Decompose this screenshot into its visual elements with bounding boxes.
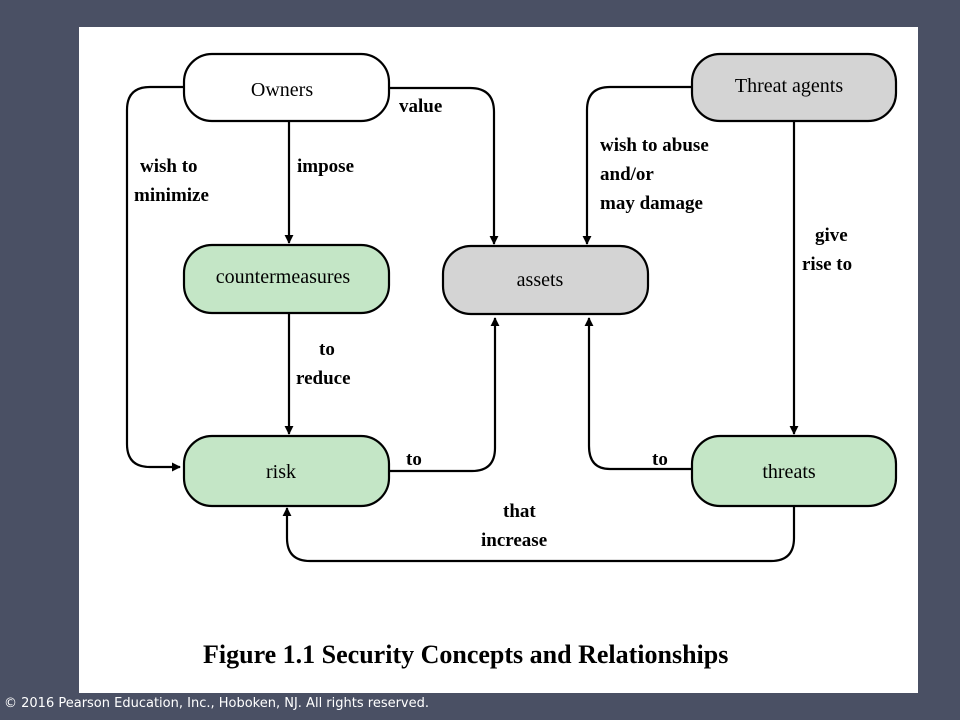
edge-owners-value-assets — [389, 86, 499, 245]
node-threat-agents-box — [690, 52, 898, 123]
edge-label-threats-to: to — [652, 449, 668, 470]
edge-label-risk-to: to — [406, 449, 422, 470]
edge-owners-minimize-risk — [125, 85, 184, 472]
edge-risk-to-assets — [389, 317, 500, 473]
node-owners-label: Owners — [251, 79, 313, 101]
node-countermeasures-label: countermeasures — [216, 266, 351, 288]
edge-threats-increase-risk — [282, 507, 796, 563]
edge-label-impose: impose — [297, 156, 354, 177]
edge-threats-to-assets — [584, 317, 692, 471]
edge-label-wish-to-abuse: wish to abuse and/or may damage — [600, 135, 714, 214]
edge-label-give-rise-to: give rise to — [802, 225, 852, 275]
edge-label-that-increase: that increase — [481, 501, 547, 551]
node-threats-label: threats — [762, 461, 816, 483]
node-threat-agents-label: Threat agents — [735, 75, 843, 97]
edge-threat-agents-abuse-assets — [582, 85, 692, 245]
edge-label-wish-to-minimize: wish to minimize — [134, 156, 209, 206]
node-assets-label: assets — [517, 269, 564, 291]
node-threats-box — [690, 434, 898, 508]
copyright-footer: © 2016 Pearson Education, Inc., Hoboken,… — [4, 696, 430, 711]
figure-caption: Figure 1.1 Security Concepts and Relatio… — [203, 640, 729, 669]
node-owners-box — [182, 52, 391, 123]
node-assets-box — [441, 244, 650, 316]
edge-label-value: value — [399, 96, 442, 117]
edge-label-to-reduce: to reduce — [296, 339, 351, 389]
slide-panel — [79, 27, 918, 693]
node-risk-label: risk — [266, 461, 296, 483]
node-countermeasures-box — [182, 243, 391, 315]
node-risk-box — [182, 434, 391, 508]
